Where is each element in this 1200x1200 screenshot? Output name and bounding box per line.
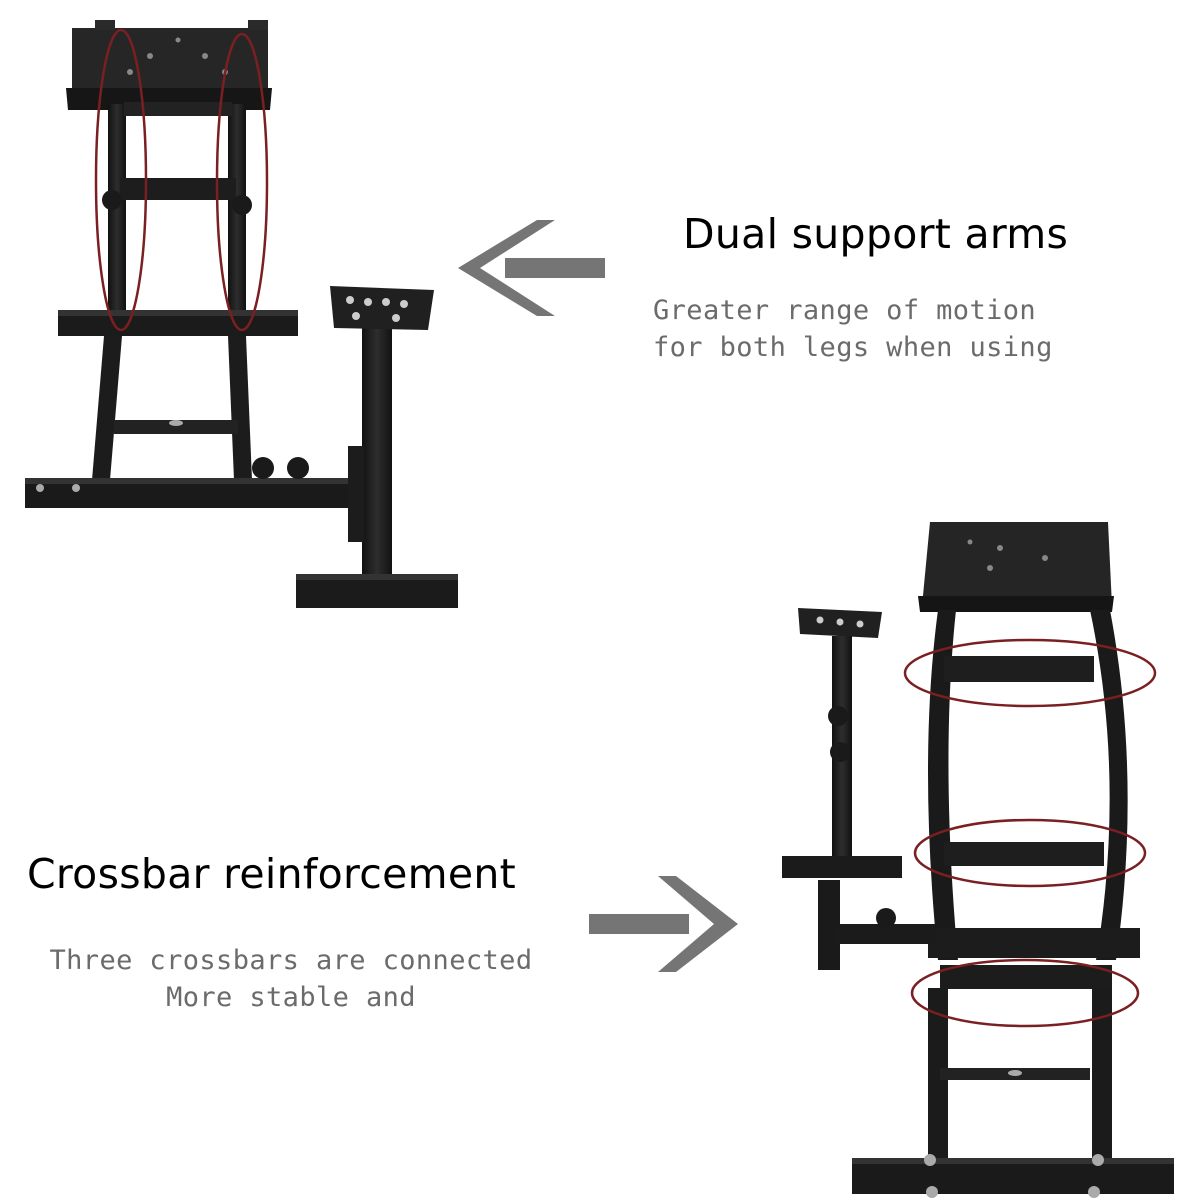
left-arm-highlight-ellipse xyxy=(94,28,148,332)
dual-support-arms-caption: Greater range of motion for both legs whe… xyxy=(653,292,1053,366)
caption-line: Three crossbars are connected xyxy=(49,945,533,976)
stand-photo-side-view xyxy=(782,522,1174,1198)
middle-crossbar-highlight-ellipse xyxy=(913,818,1147,888)
stand-photo-front-view xyxy=(25,20,458,608)
caption-line: Greater range of motion xyxy=(653,295,1037,326)
top-crossbar-highlight-ellipse xyxy=(903,638,1157,708)
right-arrow-icon xyxy=(589,876,738,972)
caption-line: More stable and xyxy=(166,982,416,1013)
right-arm-highlight-ellipse xyxy=(215,32,269,332)
bottom-crossbar-highlight-ellipse xyxy=(910,958,1140,1028)
dual-support-arms-title: Dual support arms xyxy=(683,210,1069,258)
left-arrow-icon xyxy=(458,220,605,316)
crossbar-reinforcement-title: Crossbar reinforcement xyxy=(27,850,517,898)
caption-line: for both legs when using xyxy=(653,332,1053,363)
